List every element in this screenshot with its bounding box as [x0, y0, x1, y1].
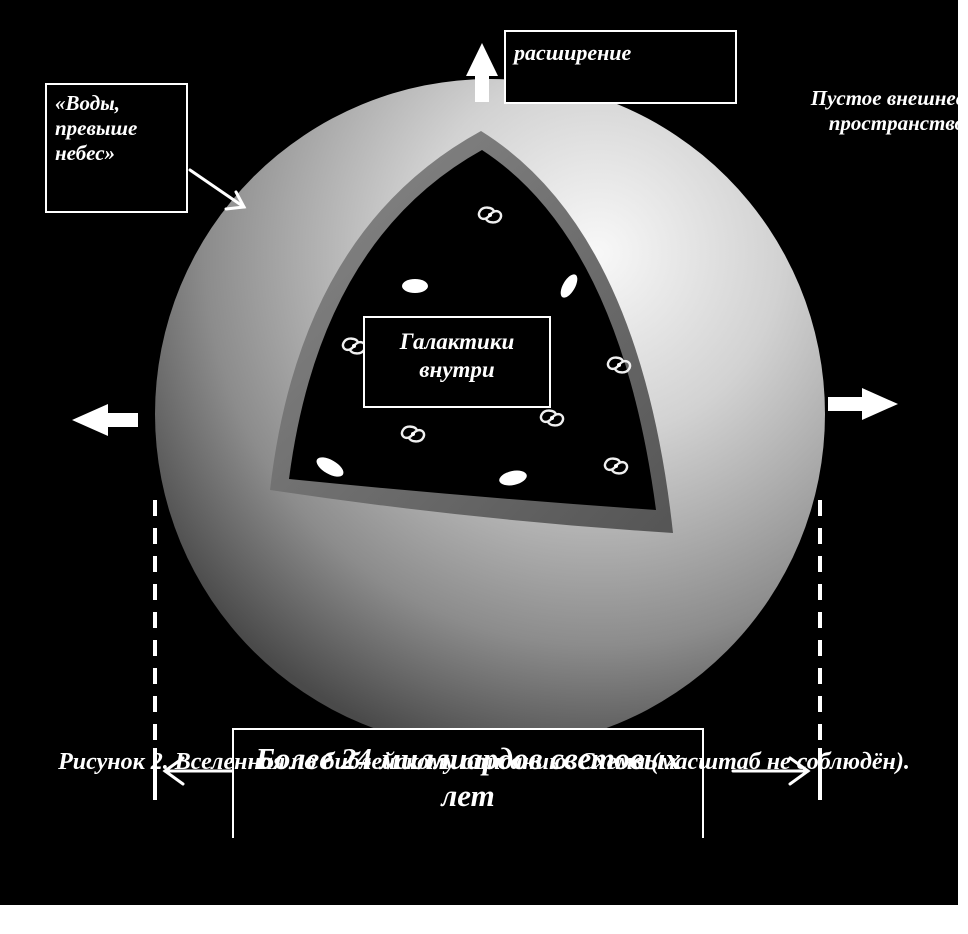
- elliptical-galaxy-icon: [316, 457, 344, 477]
- scale-distance-label: Более 24 миллиардов световых лет: [232, 728, 704, 838]
- empty-outer-space-label: Пустое внешнее пространство: [810, 86, 965, 136]
- elliptical-galaxy-icon: [499, 470, 527, 486]
- figure-caption: Рисунок 2. Вселенная по библейскому опис…: [58, 749, 910, 775]
- expansion-arrow-up-icon: [466, 43, 498, 102]
- dimension-arrow-left-icon: [162, 756, 236, 786]
- right-margin: [958, 0, 968, 905]
- expansion-arrow-right-icon: [828, 388, 898, 420]
- expansion-arrow-left-icon: [72, 404, 138, 436]
- expansion-label: расширение: [504, 30, 737, 104]
- elliptical-galaxy-icon: [560, 274, 578, 298]
- bottom-margin: [0, 905, 968, 934]
- galaxies-inside-label: Галактики внутри: [363, 316, 551, 408]
- dimension-arrow-right-icon: [731, 756, 811, 786]
- waters-above-heavens-label: «Воды, превыше небес»: [45, 83, 188, 213]
- pointer-arrow-icon: [188, 168, 247, 211]
- elliptical-galaxy-icon: [402, 279, 428, 293]
